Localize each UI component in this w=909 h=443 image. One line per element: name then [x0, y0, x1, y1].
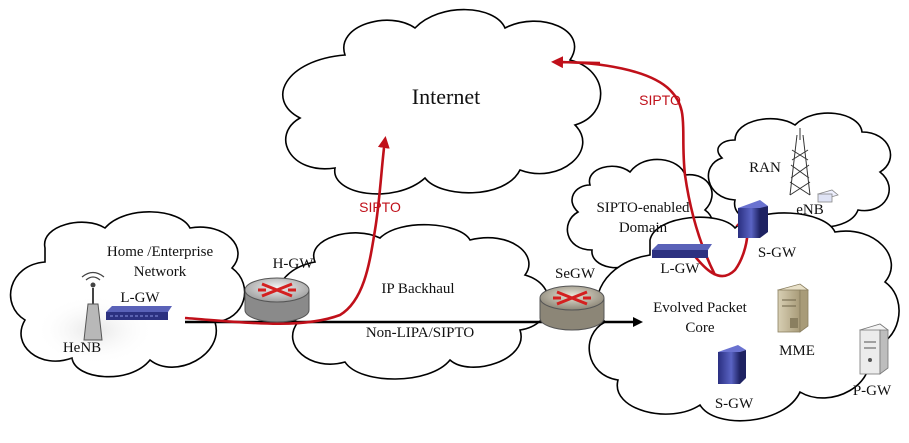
pgw-server-icon — [859, 323, 889, 375]
lgw-domain-label: L-GW — [660, 261, 700, 277]
epc-label-line1: Evolved Packet — [653, 300, 748, 316]
ip-backhaul-label: IP Backhaul — [381, 281, 454, 297]
internet-label: Internet — [412, 84, 480, 109]
hgw-router-icon — [244, 277, 310, 323]
lgw-domain-icon — [652, 244, 712, 258]
sipto-domain-label-line1: SIPTO-enabled — [596, 200, 690, 216]
henb-label: HeNB — [63, 340, 101, 356]
non-lipa-sipto-label: Non-LIPA/SIPTO — [366, 325, 475, 341]
sgw-upper-label: S-GW — [758, 245, 797, 261]
segw-label: SeGW — [555, 266, 596, 282]
sipto-label-left: SIPTO — [359, 199, 401, 215]
home-network-label-line1: Home /Enterprise — [107, 244, 214, 260]
internet-cloud — [282, 8, 602, 195]
sipto-path-right-arrow — [551, 56, 601, 69]
sipto-label-right: SIPTO — [639, 92, 681, 108]
hgw-label: H-GW — [273, 256, 315, 272]
sipto-path-left — [184, 136, 390, 326]
lgw-home-icon — [106, 306, 172, 320]
ip-backhaul-cloud — [276, 223, 550, 380]
mme-label: MME — [779, 343, 815, 359]
enb-tower-icon — [789, 128, 811, 196]
sgw-lower-label: S-GW — [715, 396, 754, 412]
enb-box-icon — [817, 189, 839, 203]
segw-router-icon — [539, 285, 605, 331]
henb-device-icon — [81, 271, 105, 341]
sgw-lower-server-icon — [718, 345, 746, 384]
pgw-label: P-GW — [853, 383, 892, 399]
lgw-home-label: L-GW — [120, 290, 160, 306]
ran-label: RAN — [749, 160, 781, 176]
home-network-label-line2: Network — [134, 264, 187, 280]
ran-cloud — [707, 112, 892, 228]
sipto-domain-label-line2: Domain — [619, 220, 668, 236]
sgw-upper-server-icon — [738, 200, 768, 238]
epc-label-line2: Core — [685, 320, 715, 336]
epc-cloud — [588, 212, 900, 422]
mme-server-icon — [777, 283, 809, 333]
enb-label: eNB — [796, 202, 824, 218]
